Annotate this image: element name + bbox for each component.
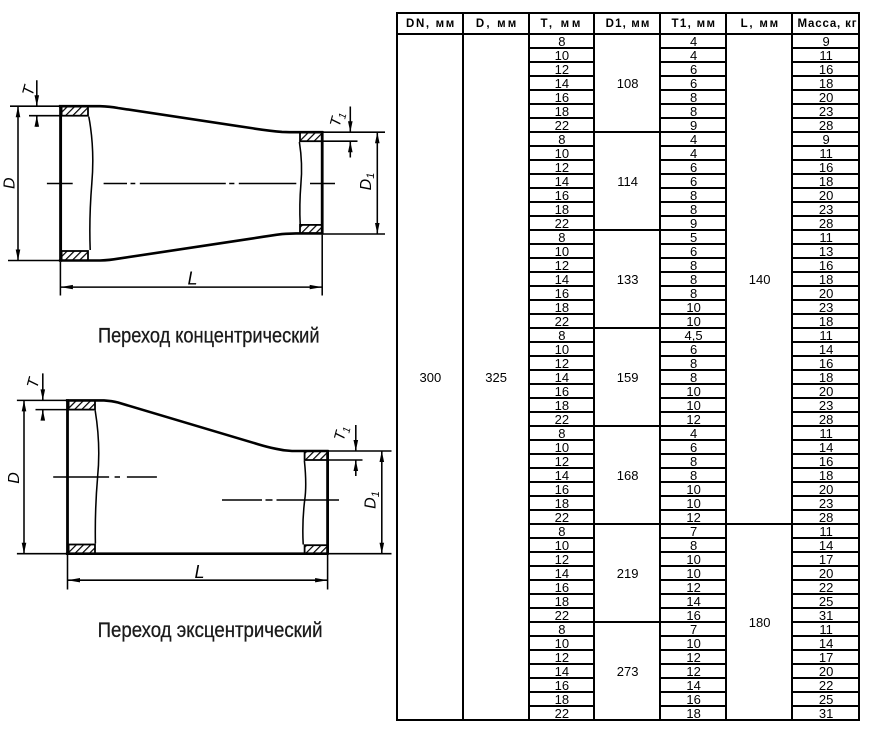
svg-text:T: T — [24, 375, 43, 390]
svg-text:L: L — [187, 268, 197, 288]
svg-text:L: L — [194, 562, 204, 582]
svg-text:T1: T1 — [327, 110, 350, 130]
svg-text:D1: D1 — [363, 491, 382, 509]
svg-text:D: D — [6, 472, 23, 484]
svg-text:T1: T1 — [331, 424, 354, 444]
svg-text:D1: D1 — [358, 173, 377, 191]
svg-text:Переход концентрический: Переход концентрический — [98, 323, 320, 347]
svg-text:D: D — [2, 177, 19, 189]
svg-text:Переход эксцентрический: Переход эксцентрический — [98, 618, 323, 642]
